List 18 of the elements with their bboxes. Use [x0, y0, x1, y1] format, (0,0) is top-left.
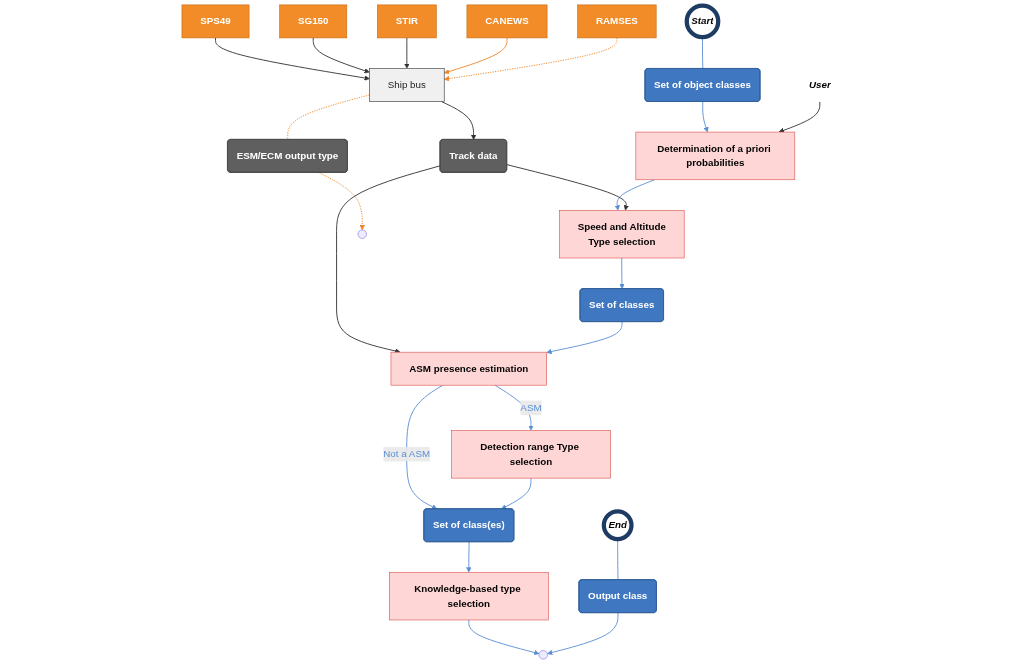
- edge-label: Not a ASM: [383, 448, 431, 460]
- node-box: Knowledge-based type selection: [389, 572, 549, 621]
- node-circle: [538, 650, 548, 660]
- node-circle: Start: [684, 3, 721, 40]
- node-box: Determination of a priori probabilities: [635, 131, 796, 181]
- edge-label: ASM: [520, 402, 542, 413]
- node-box: Detection range Type selection: [451, 430, 611, 479]
- node-box: RAMSES: [577, 4, 657, 39]
- node-box: ASM presence estimation: [390, 351, 547, 386]
- node-box: STIR: [377, 4, 437, 39]
- node-text: User: [808, 79, 831, 90]
- node-box: Ship bus: [369, 68, 445, 102]
- node-box: CANEWS: [466, 4, 548, 39]
- node-circle: End: [601, 509, 634, 542]
- node-box: Speed and Altitude Type selection: [559, 210, 685, 259]
- node-circle: [357, 229, 367, 239]
- node-box: SG150: [279, 4, 348, 39]
- node-box: SPS49: [181, 4, 250, 39]
